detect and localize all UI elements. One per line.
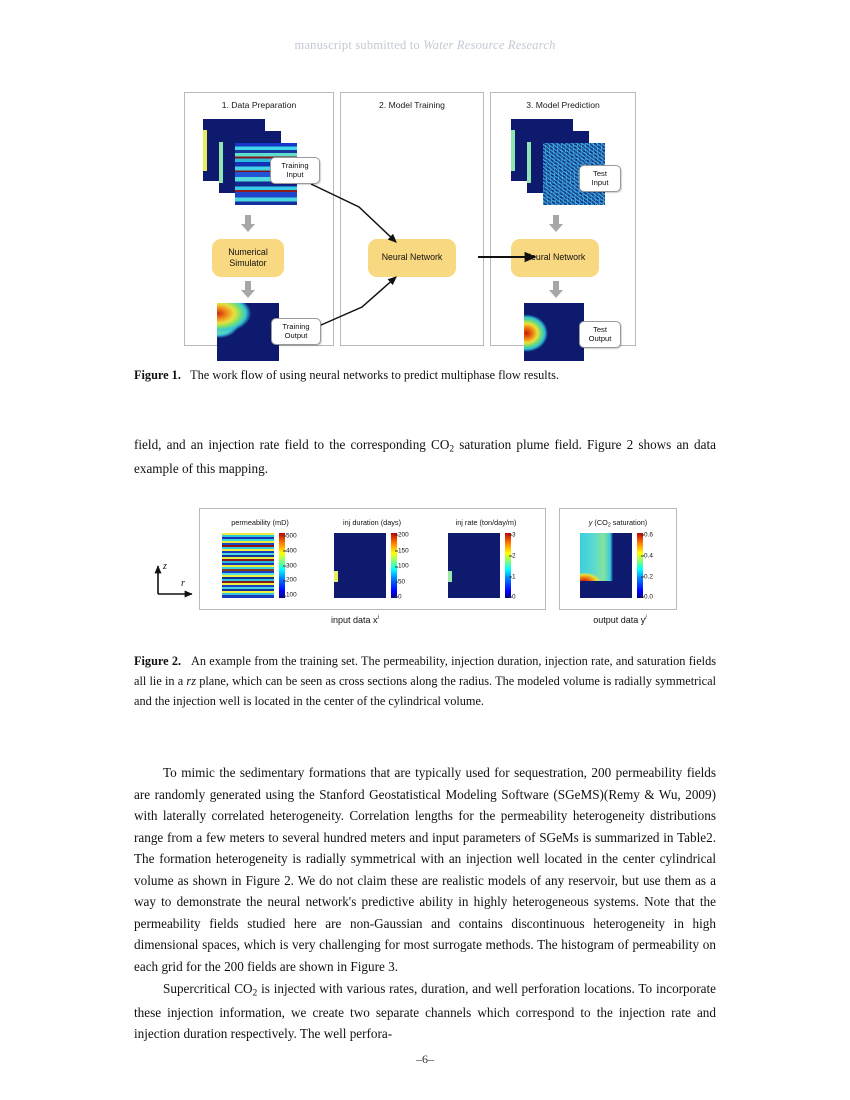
panel-title-model-prediction: 3. Model Prediction (526, 100, 600, 110)
input-data-label: input data x (331, 615, 378, 625)
field-edge-strip (219, 142, 224, 184)
figure2-caption: Figure 2. An example from the training s… (134, 654, 717, 708)
colorbar-tick: 3 (509, 531, 516, 539)
colorbar-tick: 100 (283, 591, 297, 599)
inj-duration-colorbar (391, 533, 397, 598)
colorbar-tick: 200 (283, 576, 297, 584)
running-head-prefix: manuscript submitted to (294, 38, 424, 52)
inj-duration-field-image (334, 533, 386, 598)
figure2-input-sublabel: input data xi (300, 614, 410, 625)
colorbar-tick: 500 (283, 532, 297, 540)
figure1-panel-model-training: 2. Model Training Neural Network (340, 92, 484, 346)
colorbar-tick: 50 (394, 578, 406, 586)
panel-title-data-preparation: 1. Data Preparation (221, 100, 297, 110)
inj-rate-colorbar (505, 533, 511, 598)
panel-title-inj-rate: inj rate (ton/day/m) (455, 518, 517, 527)
injection-well-marker (448, 570, 452, 583)
panel-title-model-training: 2. Model Training (379, 100, 445, 110)
callout-training-output: Training Output (271, 318, 321, 345)
injection-well-marker (334, 570, 338, 583)
figure1-caption-text: The work flow of using neural networks t… (190, 368, 559, 382)
colorbar-tick: 1 (509, 573, 516, 581)
colorbar-tick: 0 (509, 593, 516, 601)
body-paragraph-2: Supercritical CO2 is injected with vario… (134, 981, 716, 1042)
saturation-colorbar-ticks: 0.6 0.4 0.2 0.0 (641, 531, 670, 601)
field-edge-strip (511, 130, 516, 172)
figure2-output-group: y (CO2 saturation) 0.6 0.4 0.2 0.0 (559, 508, 677, 610)
panel-title-inj-duration: inj duration (days) (343, 518, 401, 527)
figure2-output-sublabel: output data yi (560, 614, 680, 625)
input-data-superscript: i (377, 614, 379, 621)
colorbar-tick: 0.6 (641, 531, 653, 539)
training-output-field (217, 303, 279, 361)
callout-test-input: Test Input (579, 165, 621, 192)
colorbar-tick: 150 (395, 547, 409, 555)
numerical-simulator-box[interactable]: Numerical Simulator (212, 239, 284, 277)
panel-title-permeability: permeability (mD) (231, 518, 289, 527)
page-number: –6– (416, 1052, 434, 1066)
colorbar-tick: 2 (509, 552, 516, 560)
training-input-stack (203, 119, 313, 211)
colorbar-tick: 0.0 (641, 593, 653, 601)
paragraph-above-figure2: field, and an injection rate field to th… (134, 437, 716, 476)
figure1-caption-label: Figure 1. (134, 368, 181, 382)
neural-network-training-box[interactable]: Neural Network (368, 239, 456, 277)
colorbar-tick: 400 (283, 547, 297, 555)
saturation-field-image (580, 533, 632, 598)
figure1-panel-model-prediction: 3. Model Prediction Neural Network Test … (490, 92, 636, 361)
figure2-panel-inj-duration: inj duration (days) 200 150 100 50 0 (320, 509, 424, 611)
figure1-panel-data-preparation: 1. Data Preparation Numerical Simulator … (184, 92, 334, 361)
figure2-panel-permeability: permeability (mD) 500 400 300 200 100 (208, 509, 312, 611)
figure-2: permeability (mD) 500 400 300 200 100 in… (199, 508, 677, 610)
figure2-caption-label: Figure 2. (134, 654, 182, 668)
field-edge-strip (527, 142, 532, 184)
figure2-panel-saturation: y (CO2 saturation) 0.6 0.4 0.2 0.0 (566, 509, 670, 611)
inj-duration-colorbar-ticks: 200 150 100 50 0 (394, 531, 424, 601)
axis-label-z: z (163, 561, 167, 572)
figure2-panel-inj-rate: inj rate (ton/day/m) 3 2 1 0 (434, 509, 538, 611)
colorbar-tick: 300 (283, 562, 297, 569)
inj-rate-colorbar-ticks: 3 2 1 0 (509, 531, 538, 601)
colorbar-tick: 0 (395, 593, 402, 601)
rz-axis-key: z r (148, 558, 202, 602)
saturation-colorbar (637, 533, 643, 598)
callout-training-input: Training Input (270, 157, 320, 184)
axis-label-r: r (181, 578, 185, 589)
permeability-colorbar (279, 533, 285, 598)
permeability-field-image (222, 533, 274, 598)
colorbar-tick: 0.2 (641, 573, 653, 581)
neural-network-prediction-box[interactable]: Neural Network (511, 239, 599, 277)
colorbar-tick: 100 (395, 562, 409, 570)
running-head: manuscript submitted to Water Resource R… (0, 38, 850, 53)
body-paragraph-1: To mimic the sedimentary formations that… (134, 765, 716, 974)
panel-title-saturation: y (CO2 saturation) (588, 518, 648, 529)
permeability-colorbar-ticks: 500 400 300 200 100 (283, 532, 312, 599)
field-edge-strip (203, 130, 208, 172)
colorbar-tick: 200 (395, 531, 409, 539)
test-output-field (524, 303, 584, 361)
figure2-input-group: permeability (mD) 500 400 300 200 100 in… (199, 508, 546, 610)
output-data-label: output data y (593, 615, 646, 625)
inj-rate-field-image (448, 533, 500, 598)
figure1-caption: Figure 1. The work flow of using neural … (134, 366, 716, 386)
callout-test-output: Test Output (579, 321, 621, 348)
figure-1: 1. Data Preparation Numerical Simulator … (184, 92, 636, 361)
running-head-journal: Water Resource Research (423, 38, 556, 52)
colorbar-tick: 0.4 (641, 552, 653, 560)
output-data-superscript: i (645, 614, 647, 621)
